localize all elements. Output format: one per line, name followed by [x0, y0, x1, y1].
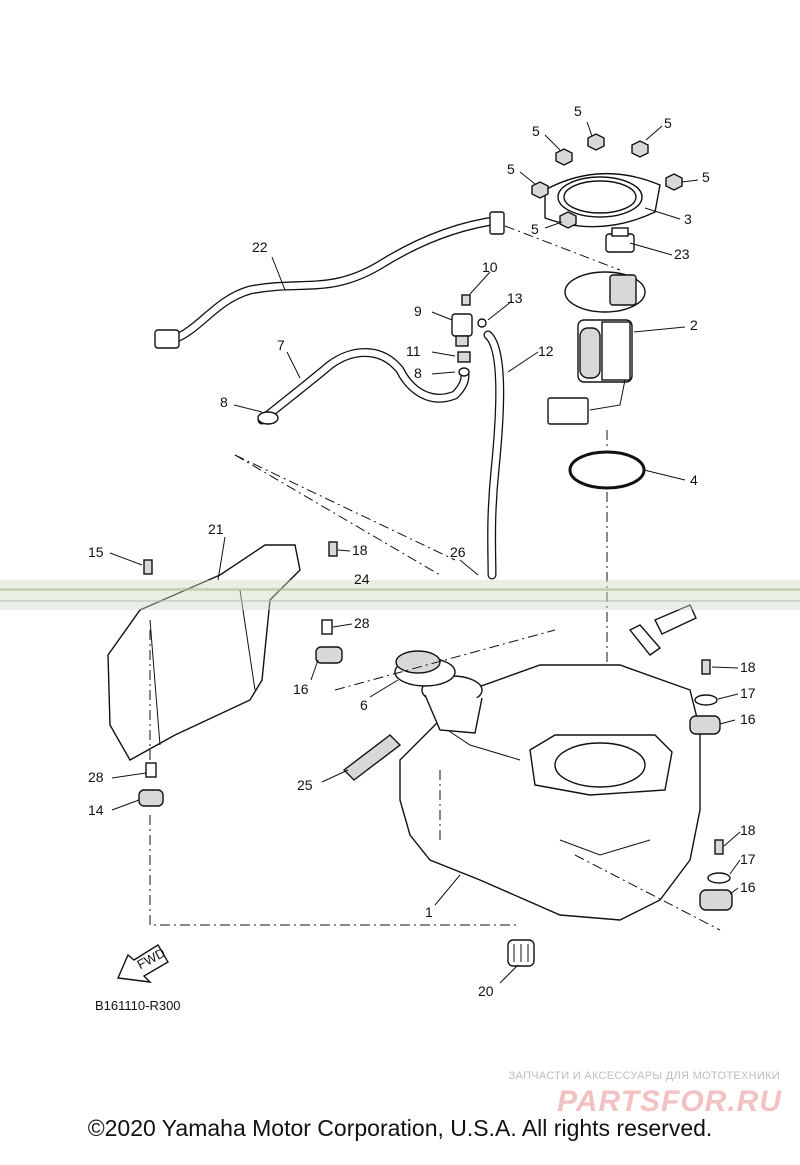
callout-1: 1: [425, 904, 433, 920]
callout-5: 5: [532, 123, 540, 139]
callout-3: 3: [684, 211, 692, 227]
callout-13: 13: [507, 290, 523, 306]
collar-28-top: [321, 619, 333, 635]
callout-24: 24: [354, 571, 370, 587]
washer-17-right-top: [694, 694, 718, 706]
scan-noise-band: [0, 580, 800, 610]
breather-hose: [154, 211, 505, 349]
grommet-14: [138, 789, 164, 807]
fuel-hose-12: [483, 330, 505, 580]
callout-18: 18: [352, 542, 368, 558]
clip-13: [477, 318, 487, 328]
callout-23: 23: [674, 246, 690, 262]
leader-lines: [109, 121, 741, 984]
clamp-26: [628, 604, 697, 656]
grommet-16-left: [315, 646, 343, 664]
callout-10: 10: [482, 259, 498, 275]
label-25: [342, 734, 402, 781]
side-cover: [107, 544, 301, 761]
copyright-notice: ©2020 Yamaha Motor Corporation, U.S.A. A…: [87, 1115, 713, 1141]
callout-28: 28: [88, 769, 104, 785]
fuel-pump: [547, 271, 646, 425]
hose-clamp-8: [257, 367, 470, 425]
fuel-cap: [394, 650, 456, 687]
callout-17: 17: [740, 685, 756, 701]
bolt-10: [461, 294, 471, 306]
callout-11: 11: [406, 343, 421, 359]
callout-28: 28: [354, 615, 370, 631]
nut-11: [457, 351, 471, 363]
callout-22: 22: [252, 239, 268, 255]
collar-28-left: [145, 762, 157, 778]
pump-o-ring: [568, 450, 646, 490]
callout-5: 5: [531, 221, 539, 237]
callout-16: 16: [740, 711, 756, 727]
callout-6: 6: [360, 697, 368, 713]
grommet-16-right-top: [689, 715, 721, 735]
callout-26: 26: [450, 544, 466, 560]
callout-5: 5: [664, 115, 672, 131]
bolt-18-right-top: [701, 659, 711, 675]
callout-8: 8: [414, 365, 422, 381]
callout-8: 8: [220, 394, 228, 410]
callout-5: 5: [574, 103, 582, 119]
callout-9: 9: [414, 303, 422, 319]
callout-25: 25: [297, 777, 313, 793]
callout-7: 7: [277, 337, 285, 353]
flange-nuts: [531, 133, 683, 229]
bolt-18-right-bottom: [714, 839, 724, 855]
callout-12: 12: [538, 343, 554, 359]
callout-16: 16: [293, 681, 309, 697]
watermark-subtitle: ЗАПЧАСТИ И АКСЕССУАРЫ ДЛЯ МОТОТЕХНИКИ: [508, 1070, 780, 1082]
diagram-code: B161110-R300: [95, 998, 181, 1013]
grommet-16-right-bottom: [699, 889, 733, 911]
callout-20: 20: [478, 983, 494, 999]
callout-15: 15: [88, 544, 104, 560]
callout-21: 21: [208, 521, 224, 537]
callout-2: 2: [690, 317, 698, 333]
callout-17: 17: [740, 851, 756, 867]
callout-18: 18: [740, 822, 756, 838]
vent-hose: [257, 348, 470, 425]
pump-flange-ring: [544, 173, 661, 228]
watermark-logo: PARTSFOR.RU: [557, 1085, 782, 1118]
callout-4: 4: [690, 472, 698, 488]
callout-16: 16: [740, 879, 756, 895]
callout-14: 14: [88, 802, 104, 818]
pump-connector: [605, 227, 635, 253]
bolt-18-top: [328, 541, 338, 557]
callout-5: 5: [507, 161, 515, 177]
fwd-arrow-icon: FWD: [116, 944, 169, 983]
clip-20: [507, 939, 535, 967]
washer-17-right-bottom: [707, 872, 731, 884]
callout-5: 5: [702, 169, 710, 185]
callout-18: 18: [740, 659, 756, 675]
bolt-15: [143, 559, 153, 575]
valve-9: [451, 313, 473, 347]
